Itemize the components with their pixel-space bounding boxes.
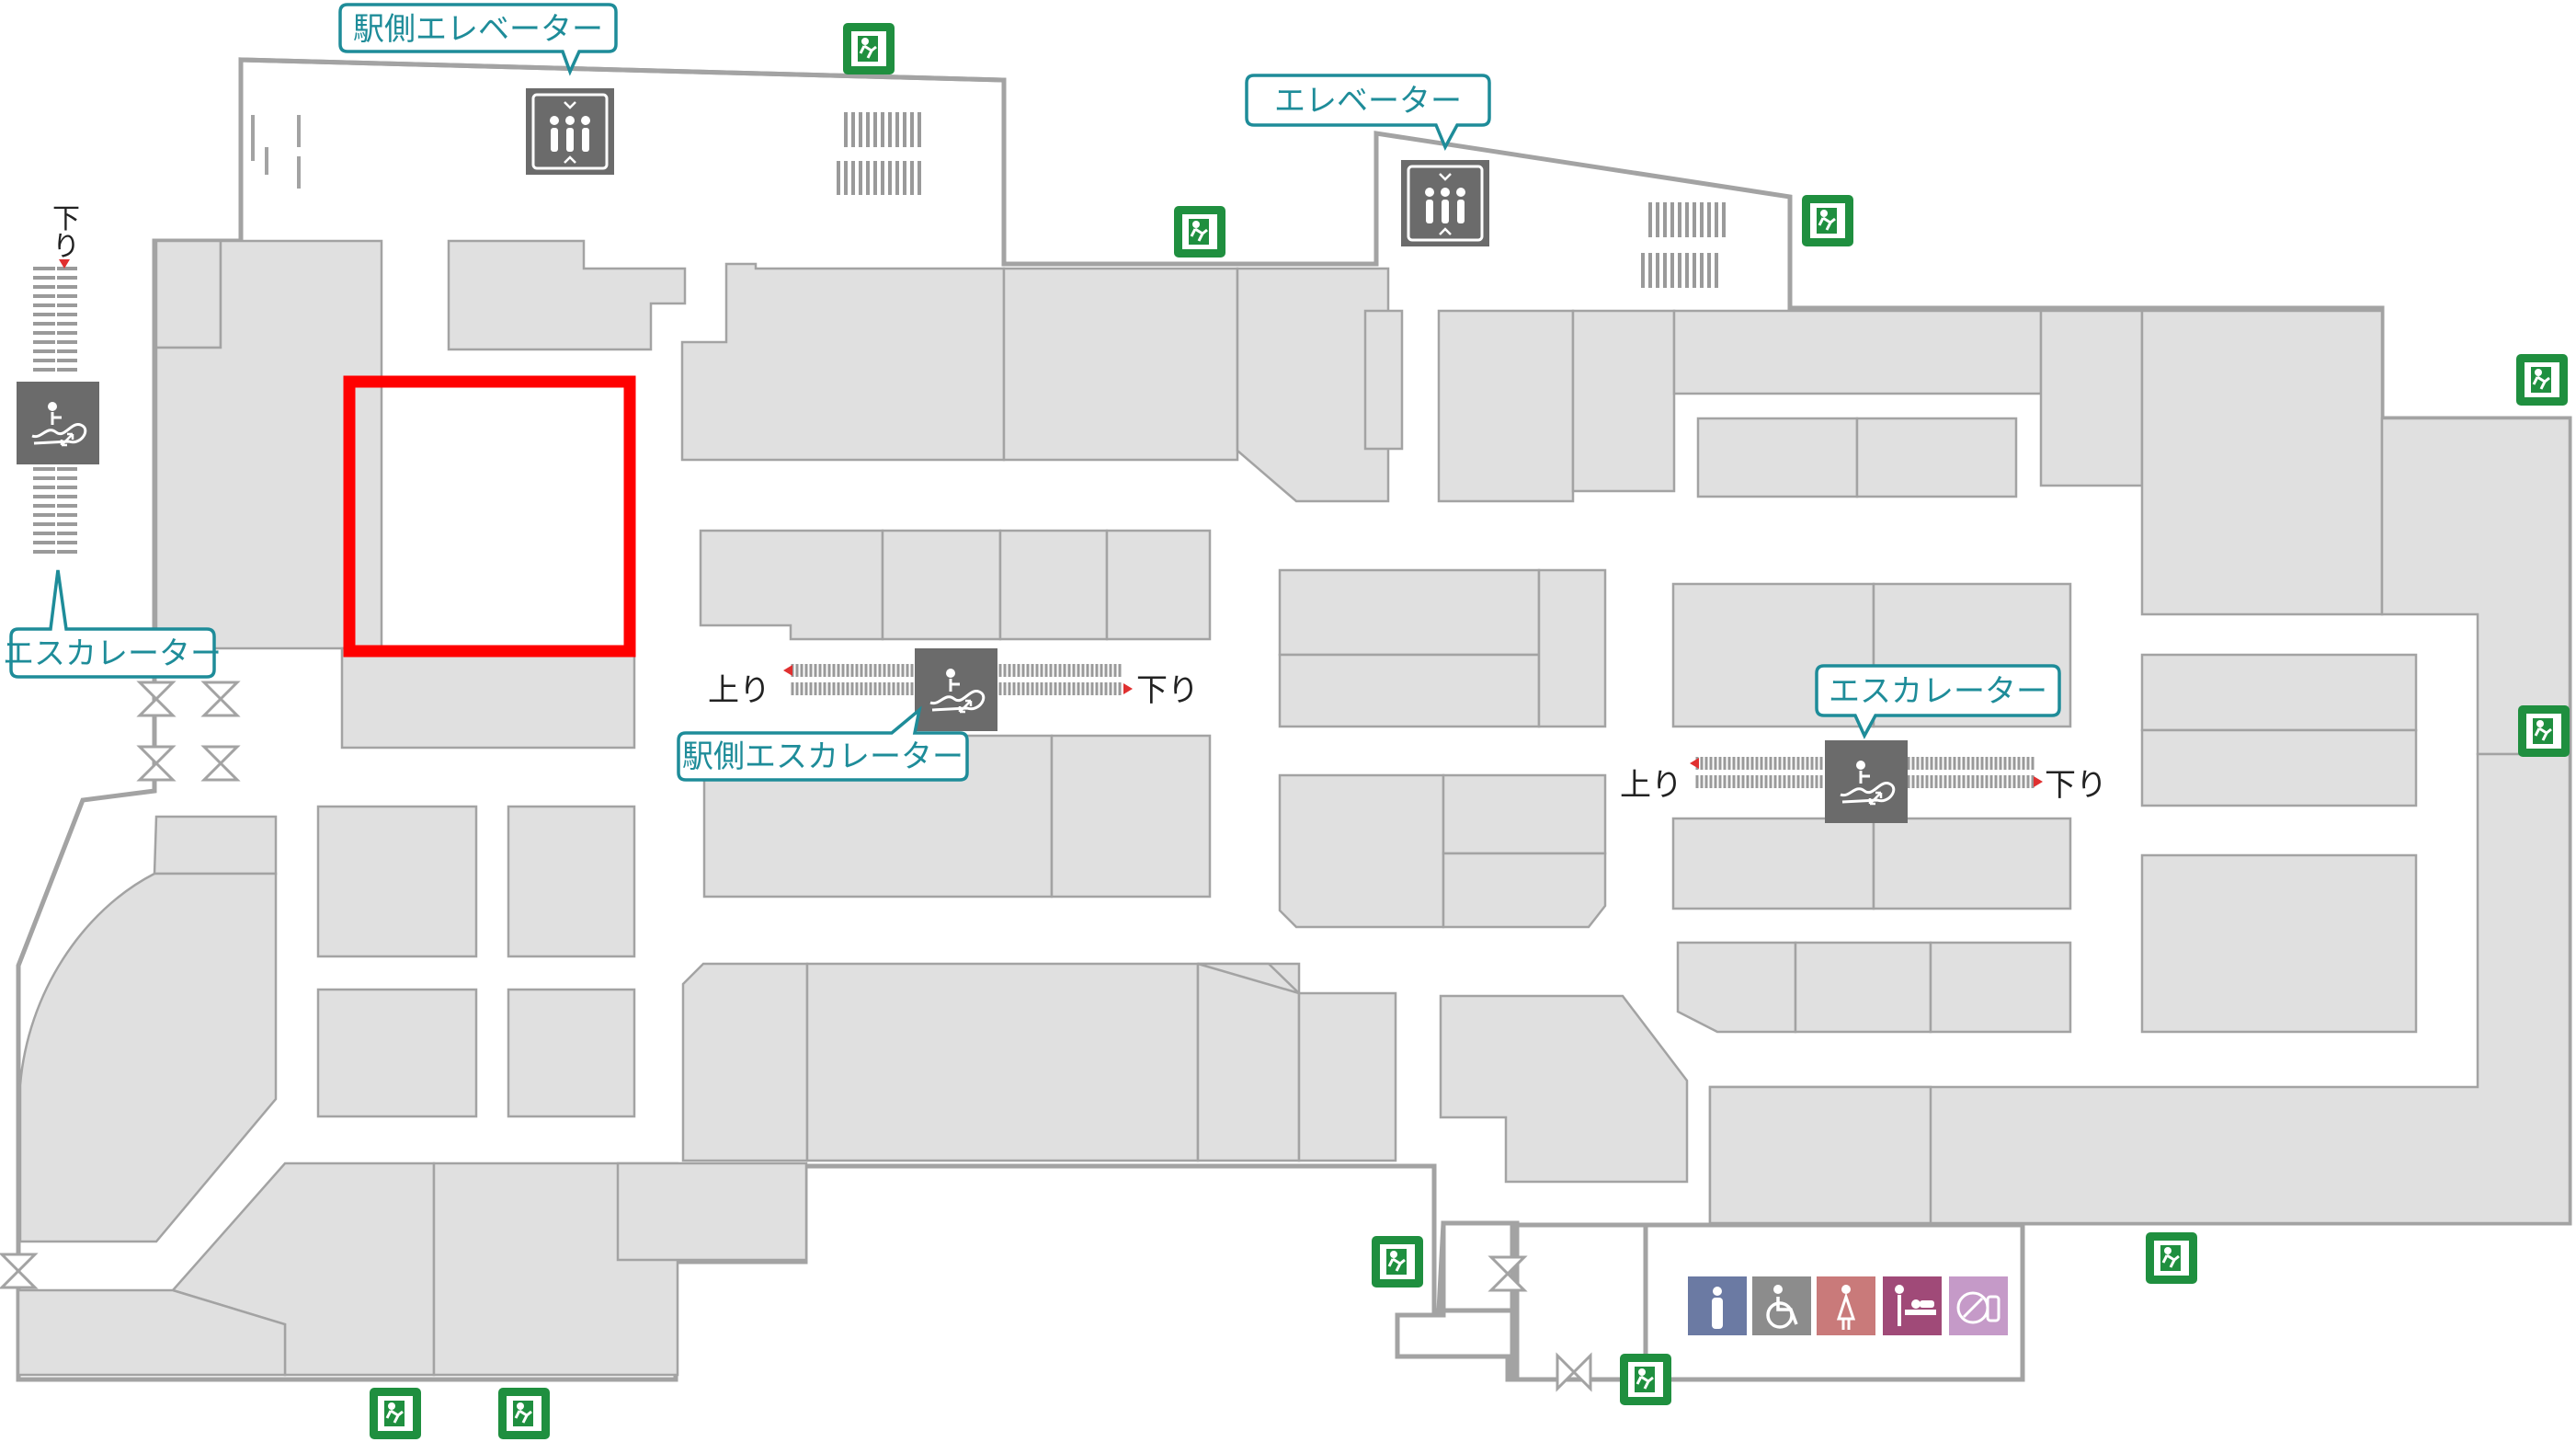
callout-station-elevator-label: 駅側エレベーター <box>353 11 603 48</box>
womens-toilet-icon[interactable] <box>1817 1276 1875 1335</box>
callout-escalator-left-label: エスカレーター <box>3 635 222 672</box>
shop-block[interactable] <box>1872 817 2072 910</box>
shop-block[interactable] <box>1278 568 1541 657</box>
shop-block[interactable] <box>998 529 1109 641</box>
shop-block[interactable] <box>1442 773 1607 855</box>
shop-block[interactable] <box>1929 941 2072 1034</box>
shop-block[interactable] <box>1708 1085 1932 1225</box>
direction-arrow <box>1123 683 1133 694</box>
callout-elevator: エレベーター <box>1245 74 1491 152</box>
restroom-icon[interactable] <box>1688 1276 1747 1335</box>
direction-arrow <box>2034 776 2043 787</box>
nursing-room-icon[interactable] <box>1949 1276 2008 1335</box>
accessible-toilet-icon[interactable] <box>1752 1276 1811 1335</box>
shop-block[interactable] <box>316 988 478 1118</box>
shop-block[interactable] <box>616 1162 808 1262</box>
down-arrow-marker <box>59 259 70 269</box>
shop-block[interactable] <box>1278 773 1445 929</box>
highlighted-shop-marker[interactable] <box>343 375 636 658</box>
shop-block[interactable] <box>680 262 1006 462</box>
shop-blocks <box>17 239 2571 1377</box>
direction-up-label: 上り <box>708 672 770 709</box>
shop-block[interactable] <box>154 239 222 349</box>
shop-block[interactable] <box>805 962 1200 1162</box>
shop-block[interactable] <box>1696 417 1859 498</box>
direction-down-label: り <box>52 231 80 263</box>
shop-block[interactable] <box>447 239 687 351</box>
shop-block[interactable] <box>2140 853 2418 1034</box>
direction-up-label: 上り <box>1620 767 1682 804</box>
elevator-icon[interactable] <box>526 88 614 175</box>
shop-block[interactable] <box>1537 568 1607 728</box>
right-escalator-steps <box>1690 757 2043 788</box>
shop-block[interactable] <box>1672 309 2043 395</box>
direction-down-label: 下り <box>1136 672 1199 709</box>
shop-block[interactable] <box>1794 941 1932 1034</box>
callout-station-escalator: 駅側エスカレーター <box>677 705 969 782</box>
station-corridor-gate <box>251 115 301 189</box>
shop-block[interactable] <box>1363 309 1404 451</box>
shop-block[interactable] <box>340 647 636 750</box>
shop-block[interactable] <box>2039 309 2144 487</box>
shop-block[interactable] <box>18 872 278 1243</box>
direction-arrow <box>783 665 792 676</box>
shop-block[interactable] <box>681 962 809 1162</box>
shop-block[interactable] <box>1236 267 1390 503</box>
escalator-icon[interactable] <box>1825 740 1908 823</box>
shop-block[interactable] <box>17 1288 287 1377</box>
shop-block[interactable] <box>1437 309 1575 503</box>
shop-block[interactable] <box>1439 994 1689 1184</box>
shop-block[interactable] <box>1050 734 1212 898</box>
shop-block[interactable] <box>1676 941 1797 1034</box>
station-elevator-stairs <box>837 112 921 195</box>
shop-block[interactable] <box>1442 852 1607 929</box>
direction-arrow <box>1690 758 1699 769</box>
callout-escalator-left: エスカレーター <box>3 569 222 679</box>
shop-block[interactable] <box>2140 309 2384 616</box>
elevator-area-stairs <box>1641 202 1726 288</box>
shop-block[interactable] <box>507 988 636 1118</box>
callout-station-elevator: 駅側エレベーター <box>338 3 618 76</box>
shop-block[interactable] <box>1105 529 1212 641</box>
station-escalator-steps <box>783 664 1133 695</box>
direction-down-label: 下り <box>2045 767 2107 804</box>
escalator-icon[interactable] <box>17 382 99 464</box>
shop-block[interactable] <box>1197 962 1397 1162</box>
shop-block[interactable] <box>507 805 636 958</box>
shop-block[interactable] <box>316 805 478 958</box>
shop-block[interactable] <box>881 529 1002 641</box>
callout-station-escalator-label: 駅側エスカレーター <box>682 738 963 775</box>
shop-block[interactable] <box>153 815 278 876</box>
shop-block[interactable] <box>1855 417 2018 498</box>
shop-block[interactable] <box>1002 267 1239 462</box>
restroom-area-outline <box>1439 1222 1648 1382</box>
callout-escalator-right-label: エスカレーター <box>1829 673 2047 710</box>
shop-block[interactable] <box>1571 309 1676 493</box>
callout-elevator-label: エレベーター <box>1274 83 1462 120</box>
shop-block[interactable] <box>1278 653 1541 728</box>
shop-block[interactable] <box>2140 728 2418 807</box>
callout-escalator-right: エスカレーター <box>1815 664 2061 739</box>
elevator-icon[interactable] <box>1401 160 1489 246</box>
shop-block[interactable] <box>2140 653 2418 732</box>
shop-block[interactable] <box>1196 962 1301 1162</box>
baby-changing-icon[interactable] <box>1883 1276 1942 1335</box>
shop-block[interactable] <box>1671 817 1875 910</box>
left-escalator-treads <box>33 267 77 554</box>
shop-block[interactable] <box>699 529 884 641</box>
escalator-icon[interactable] <box>915 648 997 731</box>
restroom-area-outline <box>1646 1222 2025 1382</box>
direction-down-label: 下 <box>52 203 80 235</box>
